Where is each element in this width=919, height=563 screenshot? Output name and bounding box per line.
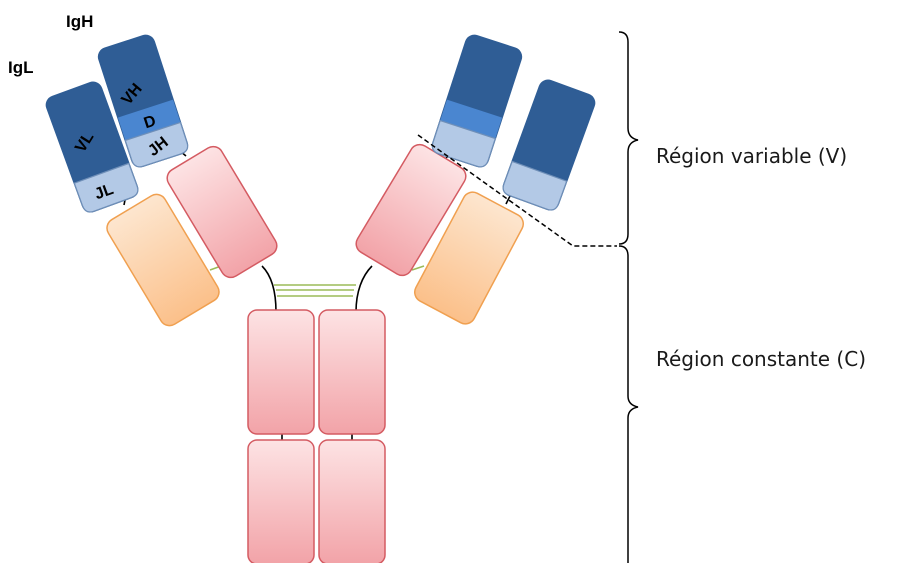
variable-region-label: Région variable (V)	[656, 144, 847, 168]
variable-brace	[618, 31, 639, 245]
jl-segment	[73, 162, 139, 213]
hinge-right	[355, 265, 373, 313]
jh-segment	[124, 121, 189, 168]
cl-left-domain	[106, 193, 220, 327]
disulfide-bonds	[209, 264, 425, 297]
igh-label: IgH	[66, 12, 93, 31]
vh-right-chain	[431, 34, 523, 168]
ch1-left-domain	[166, 145, 278, 279]
ch1-right-domain	[355, 143, 467, 277]
ch3-right-domain	[318, 439, 386, 563]
ch2-left-domain	[247, 309, 315, 435]
jl-right-segment	[502, 160, 568, 211]
ch3-left-domain	[247, 439, 315, 563]
d-label: D	[142, 113, 158, 133]
constant-brace	[618, 245, 639, 563]
d-segment	[117, 99, 181, 141]
jh-right-segment	[431, 119, 497, 168]
fab-left: VL JL VH D JH	[45, 34, 278, 327]
ch2-right-domain	[318, 309, 386, 435]
cl-right-domain	[413, 191, 525, 325]
jl-label: JL	[92, 181, 116, 203]
igl-label: IgL	[8, 58, 34, 77]
fab-right	[355, 34, 596, 325]
d-right-segment	[440, 99, 503, 139]
hl-bond-right	[411, 265, 425, 271]
vl-left-chain: VL JL	[45, 81, 139, 213]
region-braces	[618, 31, 639, 563]
vl-right-chain	[502, 79, 596, 211]
fc-region	[247, 309, 386, 563]
v-c-boundary-dashed	[417, 134, 617, 247]
vh-left-chain: VH D JH	[97, 34, 189, 168]
hinge-left	[261, 265, 277, 313]
constant-region-label: Région constante (C)	[656, 347, 866, 371]
